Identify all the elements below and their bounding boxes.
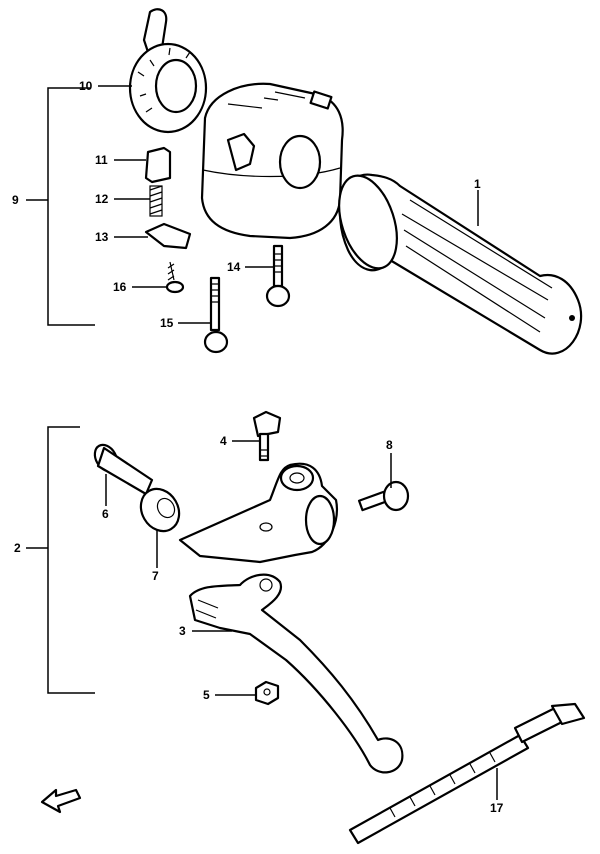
- bracket-group-2: [26, 426, 95, 694]
- switch-housing-part: [200, 82, 344, 240]
- callout-17: 17: [490, 801, 504, 815]
- callout-7: 7: [152, 569, 159, 583]
- nut-part: [254, 680, 280, 706]
- callout-3: 3: [179, 624, 186, 638]
- callout-12: 12: [95, 192, 109, 206]
- leader-lines: [98, 85, 498, 800]
- bracket-group-9: [26, 87, 95, 326]
- side-bolt-part: [357, 480, 410, 512]
- lever-bracket-part: [178, 462, 338, 564]
- callout-5: 5: [203, 688, 210, 702]
- brake-lever-part: [188, 573, 404, 774]
- cable-tie-part: [348, 702, 586, 845]
- button-cap-part: [144, 146, 172, 184]
- adjuster-nut-part: [139, 487, 181, 533]
- screw-14-part: [265, 244, 291, 308]
- handle-grip-part: [338, 173, 583, 355]
- callout-4: 4: [220, 434, 227, 448]
- callout-13: 13: [95, 230, 109, 244]
- callout-16: 16: [113, 280, 127, 294]
- pivot-bolt-part: [252, 410, 282, 462]
- callout-2: 2: [14, 541, 21, 555]
- switch-dial-part: [128, 8, 208, 134]
- callout-1: 1: [474, 177, 481, 191]
- contact-plate-part: [144, 222, 192, 250]
- callout-9: 9: [12, 193, 19, 207]
- spring-part: [149, 185, 163, 217]
- callout-6: 6: [102, 507, 109, 521]
- long-screw-part: [203, 276, 229, 354]
- long-bolt-part: [93, 443, 154, 496]
- callout-10: 10: [79, 79, 93, 93]
- callout-11: 11: [95, 153, 108, 167]
- callout-labels: 1 2 3 4 5 6 7 8 9 10 11 12 13 14 15 16 1…: [12, 79, 504, 815]
- small-screw-part: [165, 261, 185, 294]
- callout-8: 8: [386, 438, 393, 452]
- callout-15: 15: [160, 316, 174, 330]
- arrow-left-icon: [40, 788, 82, 814]
- callout-14: 14: [227, 260, 241, 274]
